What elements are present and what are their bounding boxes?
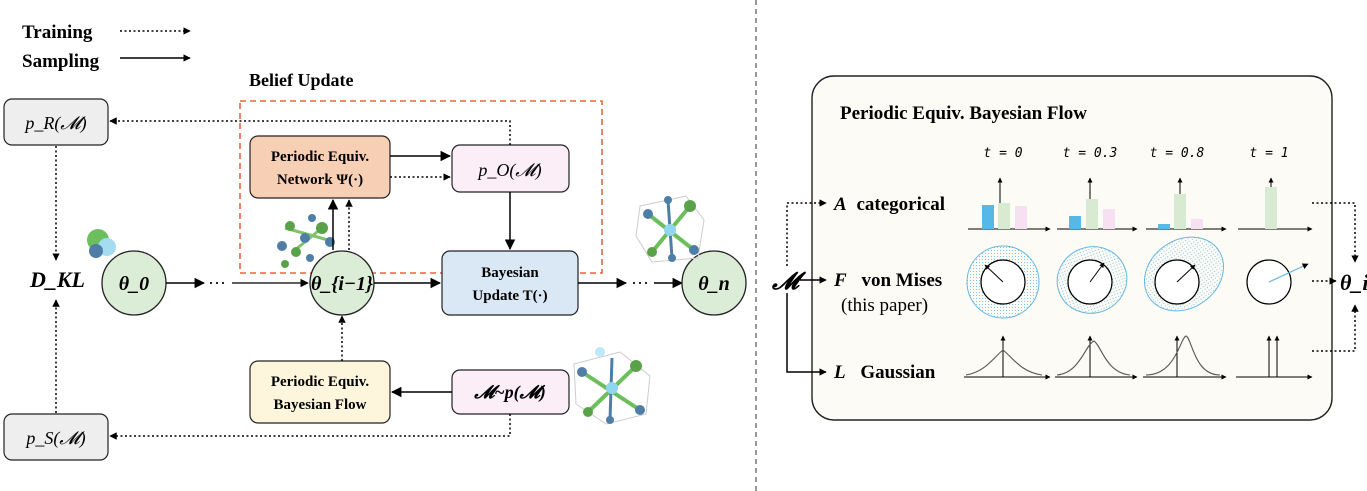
gaussian-plot-t08 [1143,335,1227,380]
right-panel-title: Periodic Equiv. Bayesian Flow [840,103,1087,124]
row-vonmises-symbol: F [833,270,847,291]
output-symbol: θ_i [1340,270,1367,295]
row-vonmises-sublabel: (this paper) [841,295,928,316]
arrow-output-to-receiver [109,117,511,145]
receiver-dist-label: p_R(𝓜) [23,113,86,134]
sender-dist-label: p_S(𝓜) [24,428,85,449]
network-label-line1: Periodic Equiv. [271,149,370,165]
legend-training-label: Training [22,22,93,43]
network-box [249,135,391,199]
noise-sphere-icon [87,229,116,258]
row-gaussian-name: Gaussian [860,362,935,383]
network-label-line2: Network Ψ(·) [277,172,363,188]
row-categorical-name: categorical [856,194,945,215]
ellipsis-right: ··· [631,273,649,293]
row-gaussian-symbol: L [833,362,846,383]
time-label-1: t = 0.3 [1063,146,1118,161]
time-label-3: t = 1 [1249,146,1288,161]
row-gaussian-label: L Gaussian [833,362,936,383]
input-symbol: 𝓜 [771,269,807,295]
row-categorical-symbol: A [833,194,847,215]
data-dist-label: 𝓜~p(𝓜) [473,382,546,403]
time-labels: t = 0 t = 0.3 t = 0.8 t = 1 [983,146,1288,161]
theta-0-label: θ_0 [119,273,149,295]
arrow-data-to-sender [109,414,511,440]
gaussian-plot-t1 [1236,335,1313,380]
categorical-plot-t0 [968,177,1051,232]
receiver-dist-box [3,98,109,146]
row-vonmises-name: von Mises [861,270,942,291]
arrow-gaussian-to-output [1312,304,1359,352]
gaussian-plot-t03 [1055,335,1138,380]
belief-update-frame [239,100,603,274]
vonmises-plot-t03 [1056,246,1128,314]
bayesian-update-line1: Bayesian [481,265,539,281]
crystal-icon-small [277,214,335,268]
output-dist-label: p_O(𝓜) [476,160,541,181]
bayesian-flow-line2: Bayesian Flow [274,397,367,413]
gaussian-plot-t0 [964,335,1051,380]
belief-update-title: Belief Update [249,70,353,90]
row-categorical-label: A categorical [833,194,945,215]
crystal-icon-final [635,195,705,263]
time-label-2: t = 0.8 [1150,146,1205,161]
theta-prev-label: θ_{i−1} [311,273,373,295]
vonmises-plot-t08 [1143,236,1225,312]
vonmises-plot-t0 [966,245,1040,319]
legend: Training Sampling [22,22,191,72]
bayesian-flow-box [249,360,391,424]
right-panel-frame [811,75,1333,421]
arrow-categorical-to-output [1312,202,1359,263]
arrow-input-to-categorical [786,199,827,266]
row-vonmises-label: F von Mises [833,270,942,291]
categorical-plot-t08 [1146,177,1227,232]
categorical-plot-t03 [1057,177,1138,232]
crystal-icon-data [573,347,651,425]
sender-dist-box [3,413,109,461]
legend-sampling-label: Sampling [22,51,100,72]
kl-divergence-label: D_KL [29,267,85,292]
bayesian-flow-line1: Periodic Equiv. [271,374,370,390]
theta-n-node [681,250,747,316]
time-label-0: t = 0 [983,146,1022,161]
categorical-plot-t1 [1238,177,1313,232]
arrow-input-to-gaussian [786,293,827,376]
vonmises-plot-t1 [1246,259,1309,305]
bayesian-update-line2: Update T(·) [472,288,547,304]
theta-n-label: θ_n [698,273,730,295]
ellipsis-left: ··· [208,273,226,293]
bayesian-update-box [441,250,579,316]
